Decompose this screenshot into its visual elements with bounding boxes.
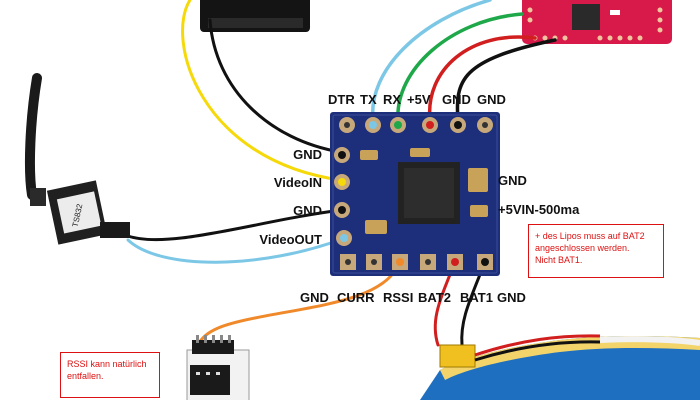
wire-video-in-yellow	[181, 0, 342, 182]
pin-label-tx: TX	[360, 92, 377, 107]
pin-label-video-in: VideoIN	[274, 175, 322, 190]
rssi-note-line-1: RSSI kann natürlich	[67, 359, 147, 369]
top-pin-row	[339, 117, 493, 133]
left-pin-labels: GND VideoIN GND VideoOUT	[259, 147, 322, 247]
pin-label-gnd-left-1: GND	[293, 147, 322, 162]
battery-note-line-1: + des Lipos muss auf BAT2	[535, 231, 645, 241]
wire-5v-red	[427, 35, 537, 122]
battery-note-line-3: Nicht BAT1.	[535, 255, 583, 265]
pin-label-gnd-bottom-2: GND	[497, 290, 526, 305]
pin-label-dtr: DTR	[328, 92, 355, 107]
pin-label-bat1: BAT1	[460, 290, 493, 305]
battery-note-line-2: angeschlossen werden.	[535, 243, 630, 253]
wire-video-out-lightblue	[126, 236, 347, 264]
osd-board	[330, 112, 500, 276]
wire-rssi-orange	[196, 260, 402, 347]
wire-tx-lightblue	[371, 0, 492, 122]
pin-label-gnd-bottom-1: GND	[300, 290, 329, 305]
pin-label-5v: +5V	[407, 92, 431, 107]
wire-gnd-black-top	[455, 38, 557, 124]
battery-note: + des Lipos muss auf BAT2 angeschlossen …	[528, 224, 664, 278]
lipo-battery	[420, 334, 700, 400]
rssi-note: RSSI kann natürlich entfallen.	[60, 352, 160, 398]
flight-controller-board	[522, 0, 672, 44]
pin-label-gnd-top-2: GND	[477, 92, 506, 107]
rssi-note-line-2: entfallen.	[67, 371, 104, 381]
pin-label-gnd-top-1: GND	[442, 92, 471, 107]
wire-rx-green	[396, 12, 524, 122]
bottom-pin-labels: GND CURR RSSI BAT2 BAT1 GND	[300, 290, 526, 305]
pin-label-video-out: VideoOUT	[259, 232, 322, 247]
bottom-pin-row	[340, 254, 493, 270]
video-transmitter: TS832	[24, 73, 130, 245]
pin-label-gnd-right: GND	[498, 173, 527, 188]
camera	[200, 0, 310, 32]
right-pin-labels: GND +5VIN-500ma	[498, 173, 580, 217]
wire-camera-gnd	[208, 18, 342, 154]
pin-label-bat2: BAT2	[418, 290, 451, 305]
wire-tx-gnd	[126, 208, 344, 242]
top-pin-labels: DTR TX RX +5V GND GND	[328, 92, 506, 107]
pin-label-5vin: +5VIN-500ma	[498, 202, 580, 217]
pin-label-curr: CURR	[337, 290, 375, 305]
pin-label-rx: RX	[383, 92, 401, 107]
pin-label-gnd-left-2: GND	[293, 203, 322, 218]
receiver-module	[186, 335, 250, 400]
pin-label-rssi: RSSI	[383, 290, 413, 305]
left-pin-column	[334, 147, 352, 246]
